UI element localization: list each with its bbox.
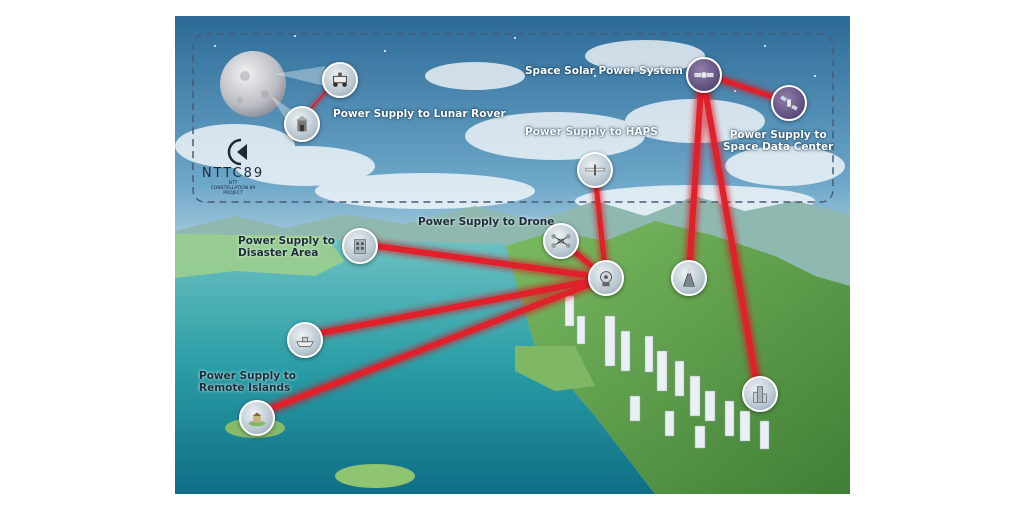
scene-illustration bbox=[175, 16, 850, 494]
space-area-border bbox=[192, 33, 834, 203]
remote-island-node bbox=[239, 400, 275, 436]
label-drone: Power Supply to Drone bbox=[418, 216, 555, 228]
lunar-base-node bbox=[284, 106, 320, 142]
moon bbox=[220, 51, 286, 117]
ntt-c89-logo-mark bbox=[227, 138, 247, 166]
label-haps: Power Supply to HAPS bbox=[525, 126, 658, 138]
coast-island bbox=[515, 346, 595, 391]
city bbox=[564, 295, 770, 450]
city-receiver-node bbox=[742, 376, 778, 412]
coast-left bbox=[175, 234, 345, 278]
power-station-icon bbox=[295, 115, 309, 132]
receiver-tower-node bbox=[671, 260, 707, 296]
label-space-data-center: Power Supply to Space Data Center bbox=[723, 129, 834, 153]
logo-name: NTTC89 bbox=[201, 166, 265, 181]
island-house-icon bbox=[248, 412, 266, 427]
disaster-area-node bbox=[342, 228, 378, 264]
building-icon bbox=[354, 239, 366, 254]
illustration-frame: NTTC89 NTT CONSTELLATION 89 PROJECT bbox=[175, 16, 850, 494]
label-lunar-rover: Power Supply to Lunar Rover bbox=[333, 108, 506, 120]
space-solar-power-node bbox=[686, 57, 722, 93]
stars bbox=[214, 35, 816, 97]
ship-icon bbox=[296, 336, 314, 347]
tower-icon bbox=[683, 268, 695, 287]
space-data-center-node bbox=[771, 85, 807, 121]
city-tower-icon bbox=[753, 386, 767, 403]
label-space-solar-power-system: Space Solar Power System bbox=[525, 65, 683, 77]
label-disaster-area: Power Supply to Disaster Area bbox=[238, 235, 335, 259]
logo-subtitle: NTT CONSTELLATION 89 PROJECT bbox=[210, 181, 256, 196]
moon-callout-top bbox=[275, 66, 325, 86]
drone-node bbox=[543, 223, 579, 259]
satellite-icon bbox=[694, 72, 714, 78]
transmitter-dish-icon bbox=[600, 271, 612, 287]
ship-node bbox=[287, 322, 323, 358]
haps-aircraft-icon bbox=[585, 164, 605, 176]
ntt-c89-logo: NTTC89 NTT CONSTELLATION 89 PROJECT bbox=[197, 134, 269, 196]
rover-icon bbox=[333, 72, 347, 87]
island bbox=[335, 464, 415, 488]
label-remote-islands: Power Supply to Remote Islands bbox=[199, 370, 296, 394]
haps-node bbox=[577, 152, 613, 188]
power-beams bbox=[251, 67, 790, 420]
data-center-satellite-icon bbox=[780, 95, 798, 111]
ground-station-node bbox=[588, 260, 624, 296]
drone-icon bbox=[551, 234, 571, 248]
lunar-rover-node bbox=[322, 62, 358, 98]
sea bbox=[175, 236, 655, 494]
